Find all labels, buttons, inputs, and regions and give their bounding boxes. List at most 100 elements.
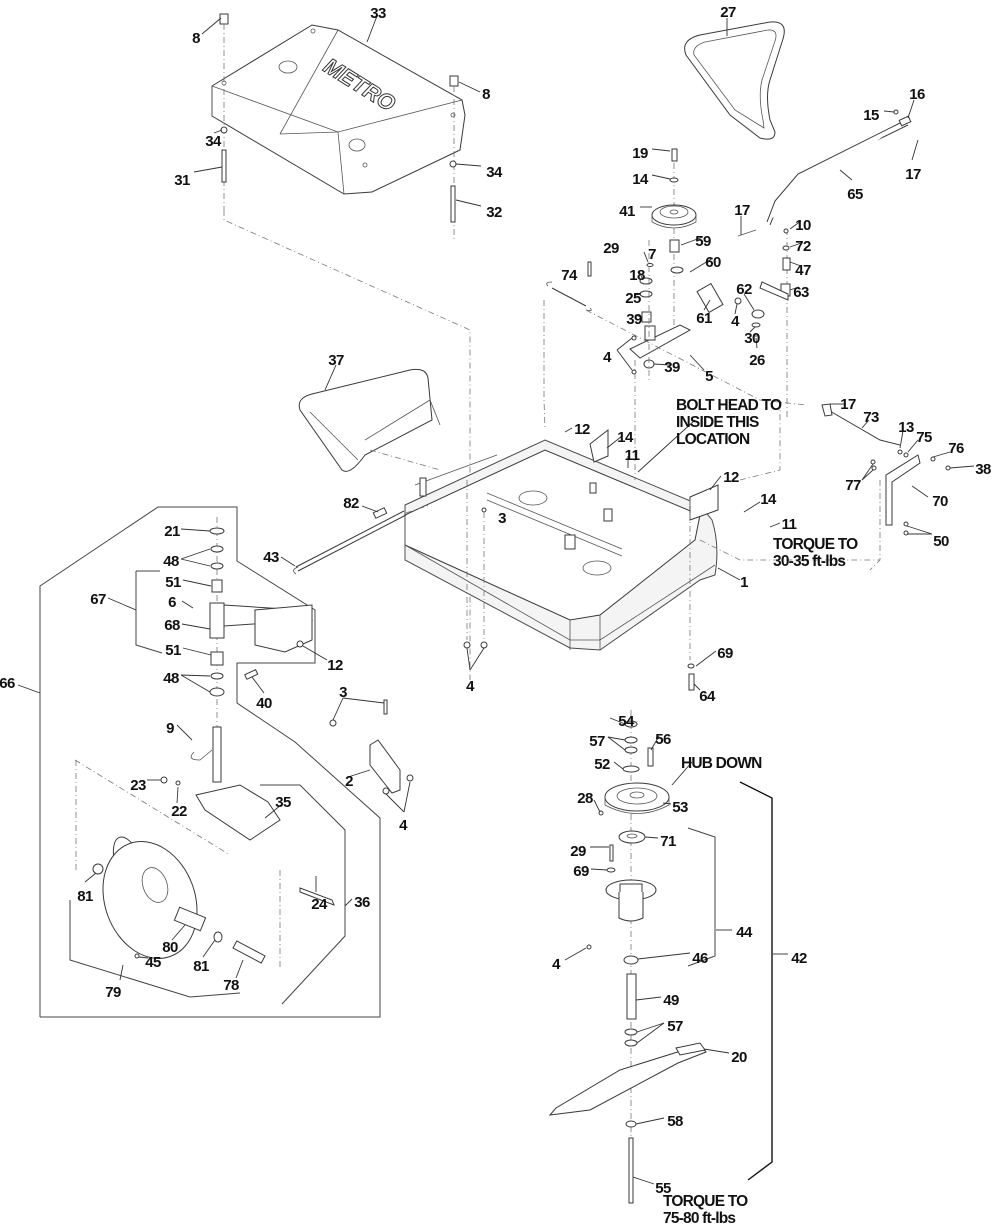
- part-callout-4: 4: [731, 313, 740, 330]
- part-callout-48: 48: [163, 553, 179, 570]
- part-callout-67: 67: [90, 591, 106, 608]
- part-callout-21: 21: [164, 523, 180, 540]
- part-callout-34: 34: [205, 133, 222, 150]
- part-callout-12: 12: [327, 657, 343, 674]
- spindle-assembly: [548, 710, 773, 1204]
- part-callout-33: 33: [370, 5, 386, 22]
- part-callout-46: 46: [692, 950, 708, 967]
- note-hub-down-text: HUB DOWN: [681, 755, 762, 772]
- note-bolt-head-line-1: BOLT HEAD TO: [676, 397, 782, 414]
- part-callout-61: 61: [696, 310, 712, 327]
- part-callout-47: 47: [795, 262, 811, 279]
- part-callout-72: 72: [795, 238, 811, 255]
- part-callout-79: 79: [105, 984, 121, 1001]
- part-callout-26: 26: [749, 352, 765, 369]
- part-callout-48: 48: [163, 670, 179, 687]
- part-callout-57: 57: [667, 1018, 683, 1035]
- part-callout-44: 44: [736, 924, 753, 941]
- part-callout-68: 68: [164, 617, 180, 634]
- part-callout-12: 12: [723, 469, 739, 486]
- note-torque-30-line-2: 30-35 ft-lbs: [773, 553, 845, 570]
- part-callout-51: 51: [165, 574, 181, 591]
- part-callout-38: 38: [975, 461, 991, 478]
- part-callout-31: 31: [174, 172, 190, 189]
- part-callout-18: 18: [629, 267, 645, 284]
- part-callout-5: 5: [705, 368, 713, 385]
- part-callout-37: 37: [328, 352, 344, 369]
- part-callout-41: 41: [619, 203, 635, 220]
- part-callout-15: 15: [863, 107, 879, 124]
- part-callout-11: 11: [782, 516, 797, 533]
- part-callout-11: 11: [625, 447, 640, 464]
- part-callout-81: 81: [77, 888, 93, 905]
- part-callout-36: 36: [354, 894, 370, 911]
- part-callout-49: 49: [663, 992, 679, 1009]
- part-callout-23: 23: [130, 777, 146, 794]
- part-callout-3: 3: [339, 684, 347, 701]
- part-callout-74: 74: [561, 267, 578, 284]
- part-callout-14: 14: [760, 491, 777, 508]
- part-callout-64: 64: [699, 688, 716, 705]
- part-callout-60: 60: [705, 254, 721, 271]
- part-callout-17: 17: [734, 202, 750, 219]
- control-rod: [737, 109, 912, 420]
- part-callout-69: 69: [717, 645, 733, 662]
- part-callout-7: 7: [648, 246, 656, 263]
- part-callout-73: 73: [863, 409, 879, 426]
- part-callout-50: 50: [933, 533, 949, 550]
- part-callout-45: 45: [145, 954, 161, 971]
- note-torque-spindle-mount: TORQUE TO 30-35 ft-lbs: [773, 536, 859, 570]
- part-callout-14: 14: [617, 429, 634, 446]
- part-callout-1: 1: [740, 574, 748, 591]
- part-callout-57: 57: [589, 733, 605, 750]
- note-torque-75-line-2: 75-80 ft-lbs: [663, 1210, 735, 1227]
- part-callout-4: 4: [466, 678, 475, 695]
- part-callout-3: 3: [498, 510, 506, 527]
- part-callout-14: 14: [632, 171, 649, 188]
- part-callout-54: 54: [618, 713, 635, 730]
- part-callout-30: 30: [744, 330, 760, 347]
- part-callout-12: 12: [574, 421, 590, 438]
- part-callout-9: 9: [166, 720, 174, 737]
- part-callout-66: 66: [0, 675, 15, 692]
- part-callout-20: 20: [731, 1049, 747, 1066]
- idler-assembly: [629, 148, 742, 380]
- note-hub-down: HUB DOWN: [681, 755, 763, 772]
- part-callout-34: 34: [486, 164, 503, 181]
- part-callout-10: 10: [795, 217, 811, 234]
- part-callout-13: 13: [898, 419, 914, 436]
- part-callout-8: 8: [482, 86, 490, 103]
- note-bolt-head-line-3: LOCATION: [676, 431, 750, 448]
- part-callout-32: 32: [486, 204, 502, 221]
- note-torque-blade-bolt: TORQUE TO 75-80 ft-lbs: [663, 1193, 749, 1227]
- part-callout-65: 65: [847, 186, 863, 203]
- part-callout-29: 29: [570, 843, 586, 860]
- note-bolt-head: BOLT HEAD TO INSIDE THIS LOCATION: [676, 397, 783, 448]
- part-callout-39: 39: [664, 359, 680, 376]
- part-callout-59: 59: [695, 233, 711, 250]
- part-callout-78: 78: [223, 977, 239, 994]
- part-callout-39: 39: [626, 311, 642, 328]
- part-callout-16: 16: [909, 86, 925, 103]
- part-callout-58: 58: [667, 1113, 683, 1130]
- anchor-rod: [293, 504, 431, 575]
- note-bolt-head-line-2: INSIDE THIS: [676, 414, 759, 431]
- part-callout-55: 55: [655, 1180, 671, 1197]
- part-callout-28: 28: [577, 790, 593, 807]
- part-callout-77: 77: [845, 477, 861, 494]
- mower-deck: [404, 360, 880, 691]
- discharge-chute: [298, 368, 441, 472]
- part-callout-19: 19: [632, 145, 648, 162]
- part-callout-4: 4: [399, 817, 408, 834]
- belt-cover: METRO: [211, 24, 466, 195]
- drive-belt: [684, 21, 785, 140]
- tension-spring: [543, 261, 807, 431]
- part-callout-81: 81: [193, 958, 209, 975]
- part-callout-2: 2: [345, 773, 353, 790]
- part-callout-24: 24: [311, 896, 328, 913]
- part-callout-75: 75: [916, 429, 932, 446]
- part-callout-62: 62: [736, 281, 752, 298]
- part-callout-80: 80: [162, 939, 178, 956]
